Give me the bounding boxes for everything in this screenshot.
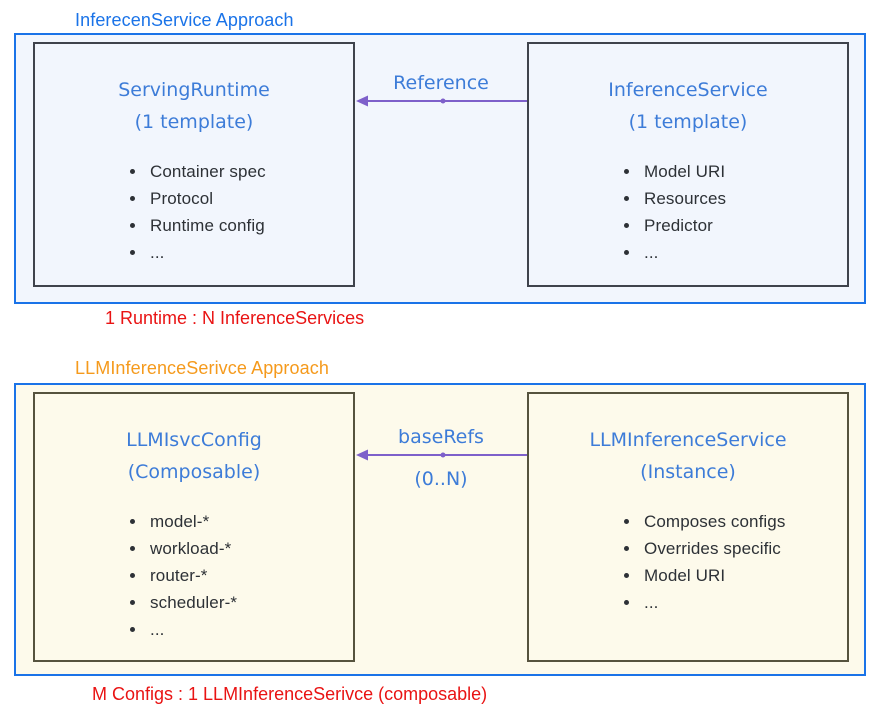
list-item: Container spec	[35, 158, 353, 185]
box-subtitle-llmisvcconfig: (Composable)	[127, 461, 261, 483]
list-item: Overrides specific	[529, 535, 847, 562]
left-arrow-icon	[356, 449, 527, 461]
list-item: Model URI	[529, 158, 847, 185]
inferenceservice-panel: ServingRuntime (1 template) Container sp…	[14, 33, 866, 304]
servingruntime-feature-list: Container spec Protocol Runtime config .…	[35, 158, 353, 266]
list-item: workload-*	[35, 535, 353, 562]
list-item: Runtime config	[35, 212, 353, 239]
box-title-llminferenceservice: LLMInferenceService	[589, 429, 787, 451]
box-subtitle-inferenceservice: (1 template)	[628, 111, 748, 133]
list-item: Resources	[529, 185, 847, 212]
list-item: Protocol	[35, 185, 353, 212]
left-arrow-icon	[356, 95, 527, 107]
llmisvcconfig-box: LLMIsvcConfig (Composable) model-* workl…	[33, 392, 355, 662]
inferenceservice-feature-list: Model URI Resources Predictor ...	[529, 158, 847, 266]
cardinality-caption-top: 1 Runtime : N InferenceServices	[105, 308, 365, 328]
box-title-inferenceservice: InferenceService	[608, 79, 768, 101]
list-item: router-*	[35, 562, 353, 589]
inferenceservice-box: InferenceService (1 template) Model URI …	[527, 42, 849, 287]
box-subtitle-llminferenceservice: (Instance)	[640, 461, 736, 483]
list-item: Model URI	[529, 562, 847, 589]
baserefs-arrow-cardinality: (0..N)	[414, 468, 468, 490]
section-title-inferenceservice: InferecenService Approach	[75, 10, 294, 30]
llminferenceservice-box: LLMInferenceService (Instance) Composes …	[527, 392, 849, 662]
box-title-llmisvcconfig: LLMIsvcConfig	[126, 429, 262, 451]
box-title-servingruntime: ServingRuntime	[118, 79, 270, 101]
baserefs-arrow: baseRefs (0..N)	[355, 425, 527, 505]
section-title-llminferenceservice: LLMInferenceSerivce Approach	[75, 358, 329, 378]
reference-arrow-label: Reference	[393, 72, 489, 94]
llminferenceservice-panel: LLMIsvcConfig (Composable) model-* workl…	[14, 383, 866, 676]
list-item: Predictor	[529, 212, 847, 239]
servingruntime-box: ServingRuntime (1 template) Container sp…	[33, 42, 355, 287]
baserefs-arrow-label: baseRefs	[398, 426, 484, 448]
llmisvcconfig-feature-list: model-* workload-* router-* scheduler-* …	[35, 508, 353, 643]
list-item: Composes configs	[529, 508, 847, 535]
llminferenceservice-feature-list: Composes configs Overrides specific Mode…	[529, 508, 847, 616]
list-item: model-*	[35, 508, 353, 535]
list-item: ...	[529, 589, 847, 616]
reference-arrow: Reference	[355, 71, 527, 151]
list-item: ...	[35, 616, 353, 643]
list-item: scheduler-*	[35, 589, 353, 616]
cardinality-caption-bottom: M Configs : 1 LLMInferenceSerivce (compo…	[92, 684, 488, 704]
list-item: ...	[35, 239, 353, 266]
box-subtitle-servingruntime: (1 template)	[134, 111, 254, 133]
list-item: ...	[529, 239, 847, 266]
